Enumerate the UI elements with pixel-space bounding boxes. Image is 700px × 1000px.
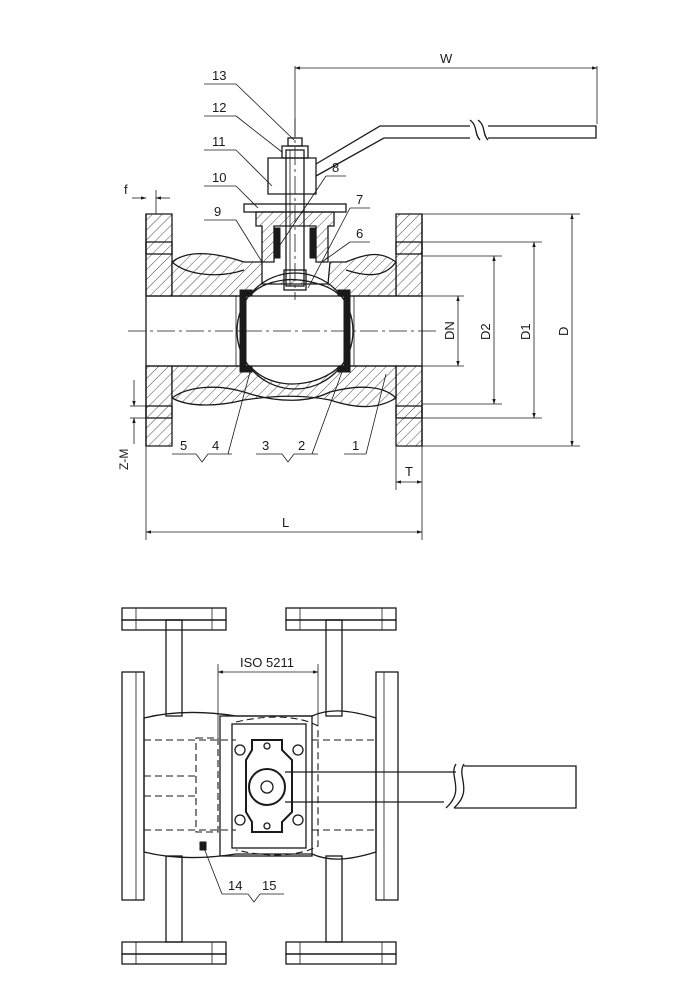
dim-t: T: [405, 464, 413, 479]
part-8: 8: [332, 160, 339, 175]
stop-hole-bottom: [263, 822, 271, 830]
lever-break: [469, 119, 489, 141]
left-bolt-hole-bottom: [145, 405, 173, 419]
left-bolt-hole-top: [145, 241, 173, 255]
callouts-upper-right: 8 7 6: [273, 160, 370, 289]
packing-right: [309, 227, 317, 259]
part-15: 15: [262, 878, 276, 893]
mounting-pad-inner: [231, 723, 307, 849]
callouts-14-15: 14 15: [199, 841, 284, 903]
dim-f: f: [124, 182, 128, 197]
body-lower-wall: [171, 365, 397, 408]
dim-w: W: [440, 51, 453, 66]
callouts-bottom: 5 4 3 2 1: [172, 371, 387, 463]
mount-hole-4: [292, 814, 304, 826]
part-14: 14: [228, 878, 242, 893]
part-4: 4: [212, 438, 219, 453]
stem-top-circle: [260, 780, 274, 794]
handle-hub: [267, 157, 317, 195]
top-view: ISO 5211 14 15: [121, 607, 577, 965]
callouts-upper-left: 13 12 11 10 9: [204, 68, 295, 263]
lever-handle: [315, 125, 470, 177]
part-10: 10: [212, 170, 226, 185]
right-bolt-hole-bottom: [395, 405, 423, 419]
left-flange: [145, 213, 173, 297]
hidden-box-left: [195, 737, 219, 833]
upper-flange-assembly-right: [285, 607, 397, 717]
mount-hole-2: [234, 814, 246, 826]
part-1: 1: [352, 438, 359, 453]
lever-top: [285, 771, 456, 803]
part-9: 9: [214, 204, 221, 219]
part-12: 12: [212, 100, 226, 115]
part-2: 2: [298, 438, 305, 453]
body-outline: [143, 710, 377, 860]
dim-d2: D2: [478, 323, 493, 340]
part-13: 13: [212, 68, 226, 83]
part-3: 3: [262, 438, 269, 453]
mount-hole-1: [234, 744, 246, 756]
part-11: 11: [212, 134, 226, 149]
dim-zm: Z-M: [117, 449, 131, 470]
mounting-pad: [219, 715, 313, 857]
section-view: W L T D D1 D2 DN f: [117, 51, 598, 540]
handle-hub-top: [248, 768, 286, 806]
right-flange-plate: [375, 671, 399, 901]
lever-end: [488, 125, 597, 139]
body-cavity-top: [171, 261, 245, 276]
lever-top-break: [445, 763, 465, 809]
body-cavity-top-right: [345, 261, 397, 276]
mount-hole-3: [292, 744, 304, 756]
iso-5211-label: ISO 5211: [240, 655, 294, 670]
right-bolt-hole-top: [395, 241, 423, 255]
packing-left: [273, 227, 281, 259]
bonnet: [255, 211, 335, 263]
right-flange: [395, 213, 423, 297]
upper-flange-assembly-left: [121, 607, 227, 717]
dim-d1: D1: [518, 323, 533, 340]
body-upper-wall: [171, 252, 397, 297]
part-5: 5: [180, 438, 187, 453]
body-cavity-bottom: [171, 386, 397, 401]
part-6: 6: [356, 226, 363, 241]
part-7: 7: [356, 192, 363, 207]
dim-d: D: [556, 327, 571, 336]
lower-flange-assembly-left: [121, 855, 227, 965]
dim-l: L: [282, 515, 289, 530]
left-flange-plate: [121, 671, 145, 901]
stop-plate: [245, 739, 293, 833]
lower-flange-assembly-right: [285, 855, 397, 965]
lever-top-end: [454, 765, 577, 809]
stop-hole-top: [263, 742, 271, 750]
hidden-ball-outline: [235, 716, 319, 856]
dim-dn: DN: [442, 321, 457, 340]
